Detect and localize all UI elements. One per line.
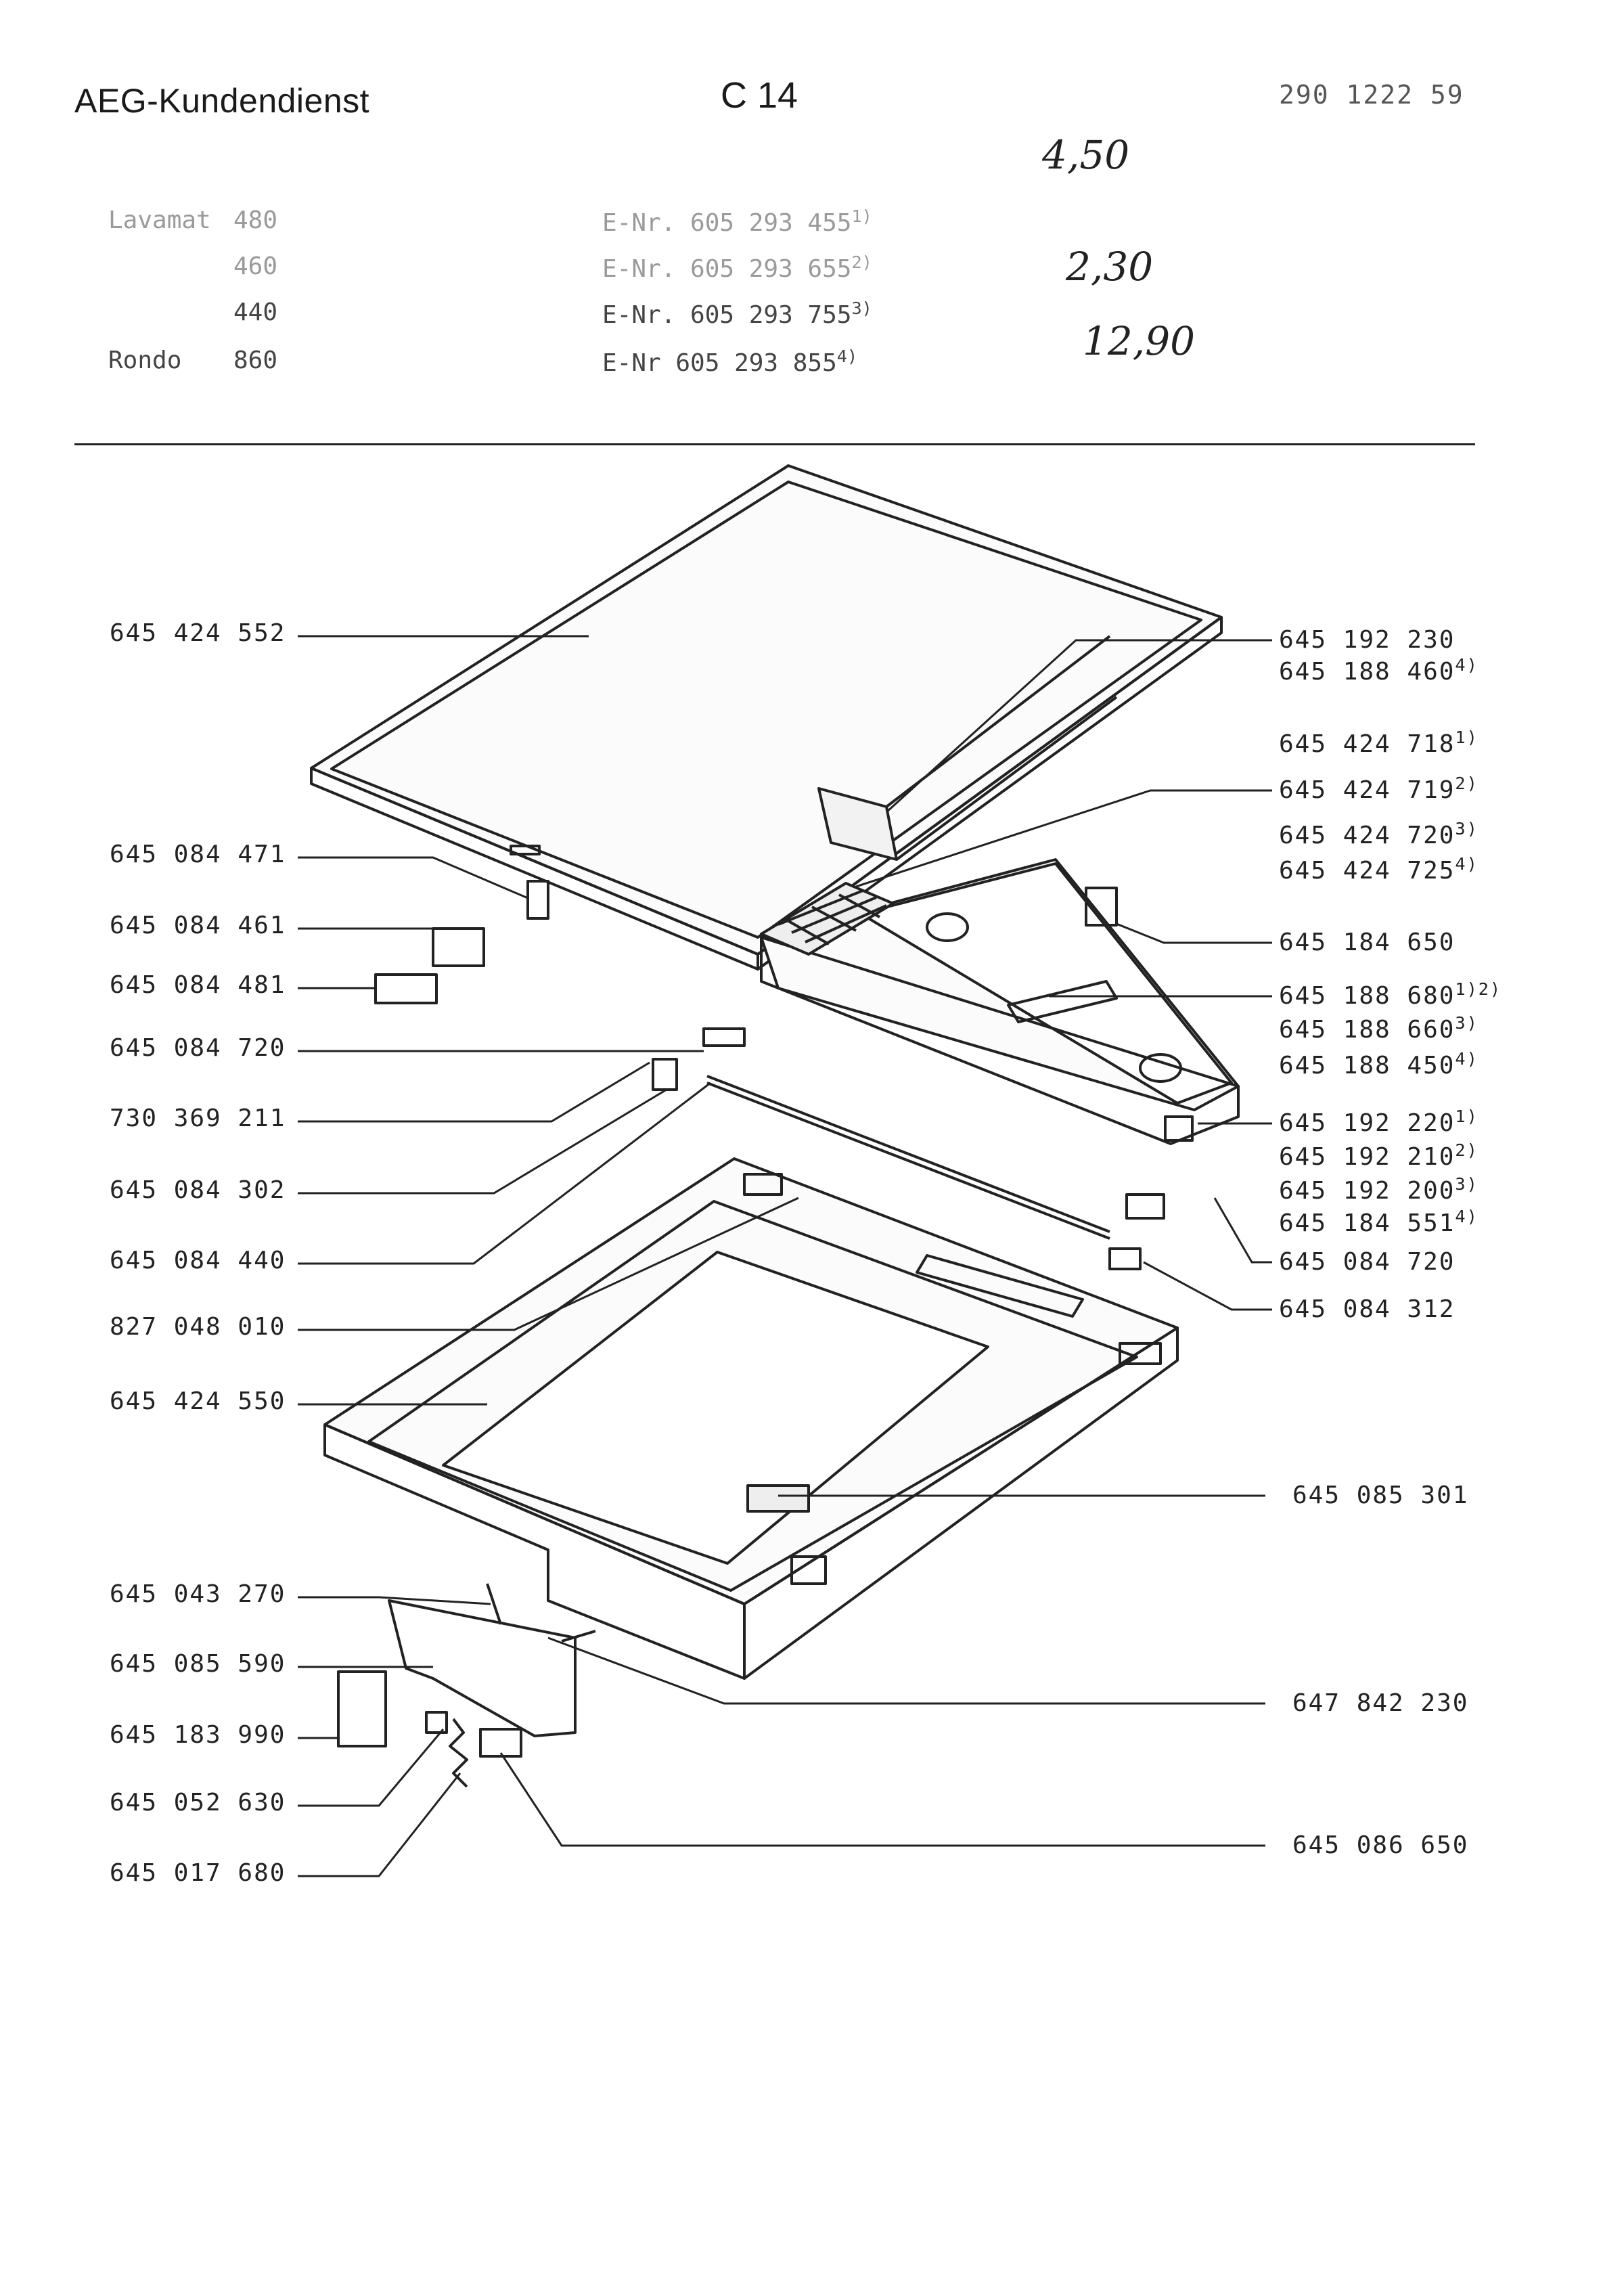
part-label-right: 645 084 312: [1279, 1295, 1456, 1323]
part-label-right: 645 192 2003): [1279, 1174, 1479, 1205]
part-label-right: 645 085 301: [1292, 1481, 1469, 1509]
brand-title: AEG-Kundendienst: [74, 82, 370, 120]
part-label-left: 827 048 010: [110, 1313, 286, 1341]
part-label-right: 645 188 4604): [1279, 655, 1479, 686]
part-label-right: 645 188 6801)2): [1279, 979, 1502, 1010]
model-enr-1: E-Nr. 605 293 4551): [602, 206, 872, 237]
door-lock-assembly: [337, 1583, 596, 1788]
handwritten-note-1: 4,50: [1042, 132, 1130, 178]
small-hardware-parts: [374, 880, 1165, 1270]
part-label-left: 645 084 481: [110, 971, 286, 999]
model-enr-3: E-Nr. 605 293 7553): [602, 298, 872, 329]
model-number-1: 480: [233, 206, 278, 234]
part-label-left: 645 043 270: [110, 1580, 286, 1608]
model-enr-2: E-Nr. 605 293 6552): [602, 252, 872, 283]
part-label-left: 645 052 630: [110, 1789, 286, 1817]
part-label-right: 645 424 7203): [1279, 819, 1479, 849]
part-label-right: 645 192 230: [1279, 626, 1456, 654]
document-number: 290 1222 59: [1279, 80, 1464, 110]
part-label-left: 645 424 552: [110, 619, 286, 647]
top-lid-panel: [310, 464, 1223, 971]
part-label-right: 645 188 4504): [1279, 1049, 1479, 1079]
model-number-3: 440: [233, 298, 278, 326]
part-label-right: 645 424 7254): [1279, 854, 1479, 885]
part-label-right: 645 184 5514): [1279, 1207, 1479, 1237]
model-number-4: 860: [233, 347, 278, 374]
part-label-left: 645 017 680: [110, 1859, 286, 1887]
model-name-1: Lavamat: [108, 206, 211, 234]
part-label-right: 645 424 7192): [1279, 774, 1479, 804]
part-label-right: 645 184 650: [1279, 929, 1456, 956]
part-label-left: 645 084 440: [110, 1247, 286, 1274]
part-label-left: 645 424 550: [110, 1387, 286, 1415]
part-label-left: 645 183 990: [110, 1721, 286, 1749]
handwritten-note-3: 12,90: [1083, 318, 1196, 364]
part-label-left: 730 369 211: [110, 1105, 286, 1132]
part-label-left: 645 084 461: [110, 912, 286, 939]
part-label-right: 645 084 720: [1279, 1248, 1456, 1276]
part-label-left: 645 084 720: [110, 1034, 286, 1062]
part-label-right: 645 192 2102): [1279, 1140, 1479, 1171]
model-number-2: 460: [233, 252, 278, 280]
header-divider: [74, 443, 1475, 445]
part-label-left: 645 084 302: [110, 1176, 286, 1204]
keypad-membrane: [760, 882, 895, 956]
part-label-right: 645 424 7181): [1279, 728, 1479, 758]
handwritten-note-2: 2,30: [1066, 244, 1154, 290]
sheet-label: C 14: [721, 75, 798, 116]
model-name-4: Rondo: [108, 347, 182, 374]
part-label-left: 645 085 590: [110, 1650, 286, 1678]
part-label-right: 647 842 230: [1292, 1689, 1469, 1717]
part-label-right: 645 192 2201): [1279, 1107, 1479, 1137]
lower-lid-frame: [323, 1157, 1179, 1680]
model-enr-4: E-Nr 605 293 8554): [602, 347, 858, 377]
part-label-right: 645 086 650: [1292, 1831, 1469, 1859]
control-panel-assembly: [760, 858, 1240, 1145]
part-label-left: 645 084 471: [110, 841, 286, 868]
part-label-right: 645 188 6603): [1279, 1013, 1479, 1044]
